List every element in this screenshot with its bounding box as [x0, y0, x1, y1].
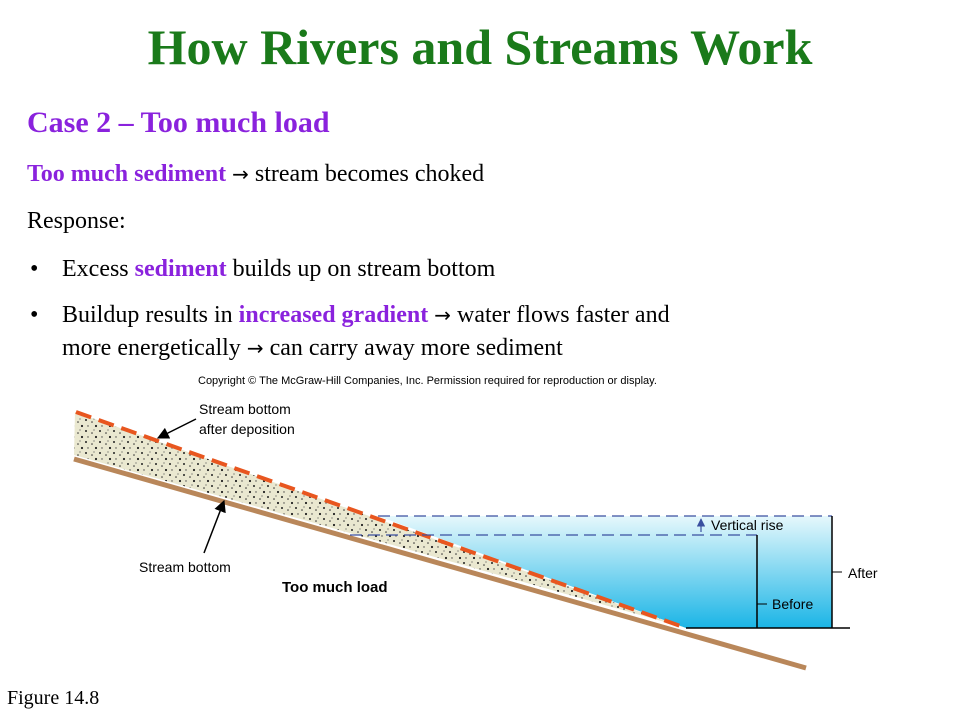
slide-title: How Rivers and Streams Work [147, 19, 813, 75]
stream-bottom-label: Stream bottom [139, 559, 231, 575]
bullet-marker: • [30, 256, 39, 282]
right-arrow-icon: → [434, 303, 451, 327]
slide-subtitle: Case 2 – Too much load [27, 106, 330, 139]
bullet-text-part: can carry away more sediment [263, 335, 563, 361]
after-deposition-label: after deposition [199, 421, 295, 437]
right-arrow-icon: → [232, 162, 249, 186]
bullet-text-part: builds up on stream bottom [226, 256, 496, 282]
bullet-text-part: water flows faster and [450, 302, 670, 328]
bullet-text-part: more energetically [62, 335, 247, 361]
after-deposition-label: Stream bottom [199, 401, 291, 417]
cause-highlight: Too much sediment [27, 161, 227, 187]
stream-bed-line [73, 456, 807, 671]
after-label: After [848, 565, 878, 581]
right-arrow-icon: → [246, 336, 264, 360]
before-label: Before [772, 596, 813, 612]
after-deposition-pointer-icon [156, 418, 197, 439]
too-much-load-label: Too much load [282, 579, 388, 596]
bullet-text: Buildup results in increased gradient → … [62, 299, 670, 365]
bullet-text-part: Buildup results in [62, 302, 239, 328]
bullet-text: Excess sediment builds up on stream bott… [62, 253, 495, 286]
copyright-notice: Copyright © The McGraw-Hill Companies, I… [198, 375, 657, 387]
figure-caption: Figure 14.8 [7, 687, 100, 709]
cause-line: Too much sediment → stream becomes choke… [27, 160, 484, 189]
stream-bottom-pointer-icon [203, 499, 226, 554]
bullet-marker: • [30, 302, 39, 328]
cause-text: stream becomes choked [254, 161, 485, 187]
response-heading: Response: [27, 208, 126, 234]
water-body [378, 516, 832, 628]
bullet-highlight: increased gradient [238, 302, 429, 328]
bullet-highlight: sediment [134, 256, 227, 282]
deposition-profile-line [75, 410, 687, 630]
vertical-rise-label: Vertical rise [711, 517, 784, 533]
bullet-text-part: Excess [62, 256, 135, 282]
